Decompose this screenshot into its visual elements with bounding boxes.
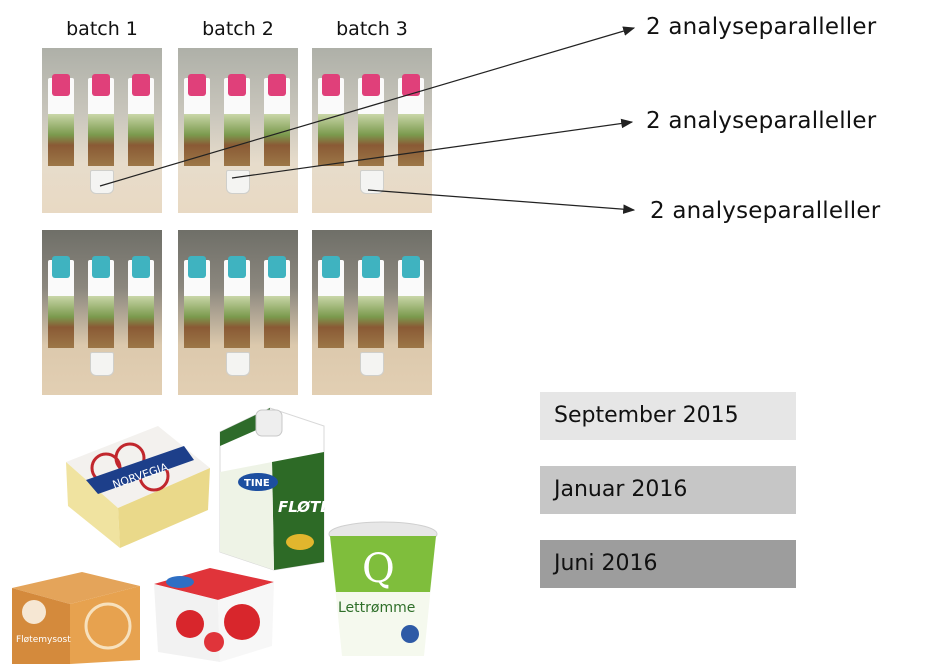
carton-label (52, 256, 70, 278)
carton-label (228, 256, 246, 278)
svg-text:Q: Q (362, 546, 395, 592)
milk-carton (48, 74, 74, 166)
tine-cream-carton-image: TINE FLØTE (219, 407, 331, 571)
milk-carton (48, 256, 74, 348)
carton-label (268, 256, 286, 278)
carton-label (402, 74, 420, 96)
carton-landscape-print (398, 296, 424, 348)
arrow-batch3 (367, 189, 636, 214)
milk-carton (128, 256, 154, 348)
analysis-parallels-label-1: 2 analyseparalleller (646, 14, 877, 40)
milk-carton (318, 256, 344, 348)
milk-carton (358, 256, 384, 348)
carton-label (188, 256, 206, 278)
milk-carton (318, 74, 344, 166)
carton-landscape-print (224, 296, 250, 348)
carton-label (52, 74, 70, 96)
batch-label-2: batch 2 (202, 18, 274, 40)
carton-landscape-print (318, 114, 344, 166)
svg-text:Lettrømme: Lettrømme (338, 600, 415, 616)
milk-sample-photo-row2-batch1 (42, 230, 162, 395)
analysis-parallels-label-3: 2 analyseparalleller (650, 198, 881, 224)
milk-sample-photo-row1-batch3 (312, 48, 432, 213)
date-box-september-2015: September 2015 (540, 392, 796, 440)
milk-carton (128, 74, 154, 166)
carton-label (268, 74, 286, 96)
carton-landscape-print (48, 296, 74, 348)
carton-label (92, 74, 110, 96)
milk-sample-photo-row1-batch1 (42, 48, 162, 213)
milk-sample-photo-row2-batch3 (312, 230, 432, 395)
sample-glass (360, 352, 384, 376)
carton-label (132, 256, 150, 278)
carton-landscape-print (128, 296, 154, 348)
carton-landscape-print (358, 296, 384, 348)
sample-glass (90, 170, 114, 194)
milk-carton (264, 74, 290, 166)
carton-landscape-print (184, 296, 210, 348)
carton-landscape-print (264, 296, 290, 348)
date-box-juni-2016: Juni 2016 (540, 540, 796, 588)
milk-carton (398, 256, 424, 348)
carton-landscape-print (318, 296, 344, 348)
arrow-batch2 (231, 118, 634, 179)
strawberry-yogurt-image (154, 568, 274, 662)
date-box-januar-2016: Januar 2016 (540, 466, 796, 514)
carton-label (228, 74, 246, 96)
milk-carton (224, 256, 250, 348)
batch-label-1: batch 1 (66, 18, 138, 40)
norvegia-cheese-image: NORVEGIA (66, 426, 210, 548)
carton-label (322, 74, 340, 96)
carton-landscape-print (398, 114, 424, 166)
milk-carton (88, 74, 114, 166)
milk-carton (224, 74, 250, 166)
arrow-batch1 (99, 26, 636, 187)
carton-landscape-print (128, 114, 154, 166)
carton-landscape-print (88, 114, 114, 166)
carton-landscape-print (264, 114, 290, 166)
milk-carton (88, 256, 114, 348)
carton-landscape-print (48, 114, 74, 166)
svg-text:Fløtemysost: Fløtemysost (16, 635, 71, 645)
carton-label (402, 256, 420, 278)
carton-landscape-print (224, 114, 250, 166)
milk-sample-photo-row2-batch2 (178, 230, 298, 395)
sample-glass (90, 352, 114, 376)
carton-label (362, 256, 380, 278)
carton-label (132, 74, 150, 96)
milk-carton (264, 256, 290, 348)
milk-sample-photo-row1-batch2 (178, 48, 298, 213)
analysis-parallels-label-2: 2 analyseparalleller (646, 108, 877, 134)
sample-glass (226, 170, 250, 194)
carton-label (188, 74, 206, 96)
svg-text:TINE: TINE (244, 478, 270, 489)
milk-carton (184, 256, 210, 348)
svg-text:FLØTE: FLØTE (278, 498, 331, 516)
sample-glass (226, 352, 250, 376)
carton-label (92, 256, 110, 278)
carton-label (322, 256, 340, 278)
lettromme-tub-image: Q Lettrømme (328, 521, 438, 656)
carton-label (362, 74, 380, 96)
batch-label-3: batch 3 (336, 18, 408, 40)
carton-landscape-print (88, 296, 114, 348)
fletemysost-package-image: Fløtemysost (12, 572, 140, 664)
